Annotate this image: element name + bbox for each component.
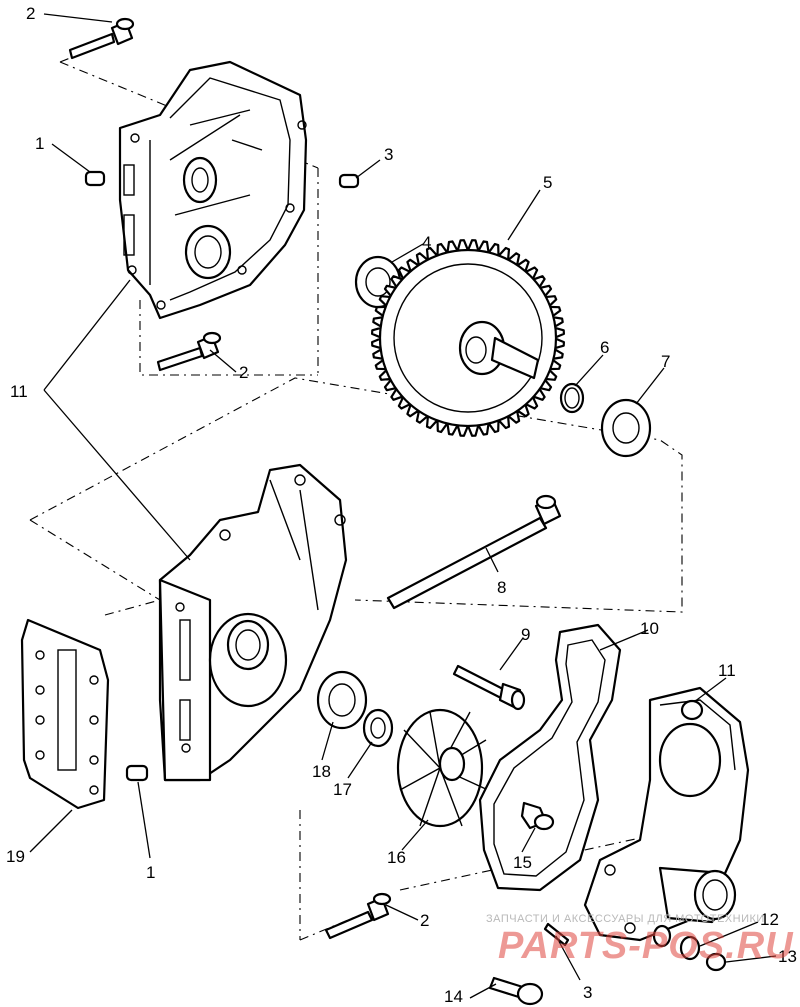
dowel-pin-top: [84, 170, 106, 187]
callout-15: 15: [513, 853, 532, 872]
callout-12: 12: [760, 910, 779, 929]
impeller: [396, 708, 489, 828]
gasket-pump: [478, 623, 622, 892]
pump-cover: [583, 686, 750, 942]
callout-8: 8: [497, 578, 506, 597]
callout-17: 17: [333, 780, 352, 799]
bolt-impeller: [520, 801, 555, 831]
callout-4: 4: [422, 233, 431, 252]
callout-14: 14: [444, 987, 463, 1006]
callout-3: 3: [583, 983, 592, 1002]
dowel-pin-bottom: [125, 764, 149, 782]
callout-19: 19: [6, 847, 25, 866]
drain-screw: [705, 952, 727, 972]
gasket-left: [20, 618, 110, 810]
callout-2: 2: [420, 911, 429, 930]
callout-11: 11: [718, 661, 736, 680]
lower-housing: [158, 463, 348, 782]
bearing-large: [600, 398, 652, 458]
callout-1: 1: [35, 134, 44, 153]
long-bolt: [386, 494, 562, 610]
dowel-pin-right: [338, 173, 360, 189]
callout-2: 2: [26, 4, 35, 23]
washer: [362, 708, 394, 748]
upper-housing: [118, 60, 308, 320]
bolt-top: [68, 17, 135, 60]
callout-labels: 2 1 3 4 5 2 11 6 7 8 9 10 11 18 17 16 15…: [6, 4, 797, 1006]
watermark: ЗАПЧАСТИ И АКСЕССУАРЫ ДЛЯ МОТОТЕХНИКИ PA…: [486, 913, 794, 967]
seal: [316, 670, 368, 730]
o-ring: [559, 382, 585, 414]
callout-2: 2: [239, 363, 248, 382]
callout-10: 10: [640, 619, 659, 638]
callout-1: 1: [146, 863, 155, 882]
callout-11: 11: [10, 382, 28, 401]
callout-13: 13: [778, 947, 797, 966]
pin-bottom: [543, 922, 570, 947]
watermark-tagline: ЗАПЧАСТИ И АКСЕССУАРЫ ДЛЯ МОТОТЕХНИКИ: [486, 913, 765, 925]
bolt-outlet: [488, 976, 544, 1006]
callout-6: 6: [600, 338, 609, 357]
callout-7: 7: [661, 352, 670, 371]
callout-9: 9: [521, 625, 530, 644]
drive-gear: [371, 239, 565, 437]
bolt-middle: [156, 331, 222, 372]
leader-lines: [29, 13, 777, 999]
callout-18: 18: [312, 762, 331, 781]
bolt-pump: [452, 664, 526, 711]
callout-3: 3: [384, 145, 393, 164]
watermark-logo: PARTS-POS.RU: [498, 925, 794, 967]
callout-16: 16: [387, 848, 406, 867]
washer-pair: [652, 924, 701, 961]
callout-5: 5: [543, 173, 552, 192]
bolt-bottom: [324, 892, 392, 940]
